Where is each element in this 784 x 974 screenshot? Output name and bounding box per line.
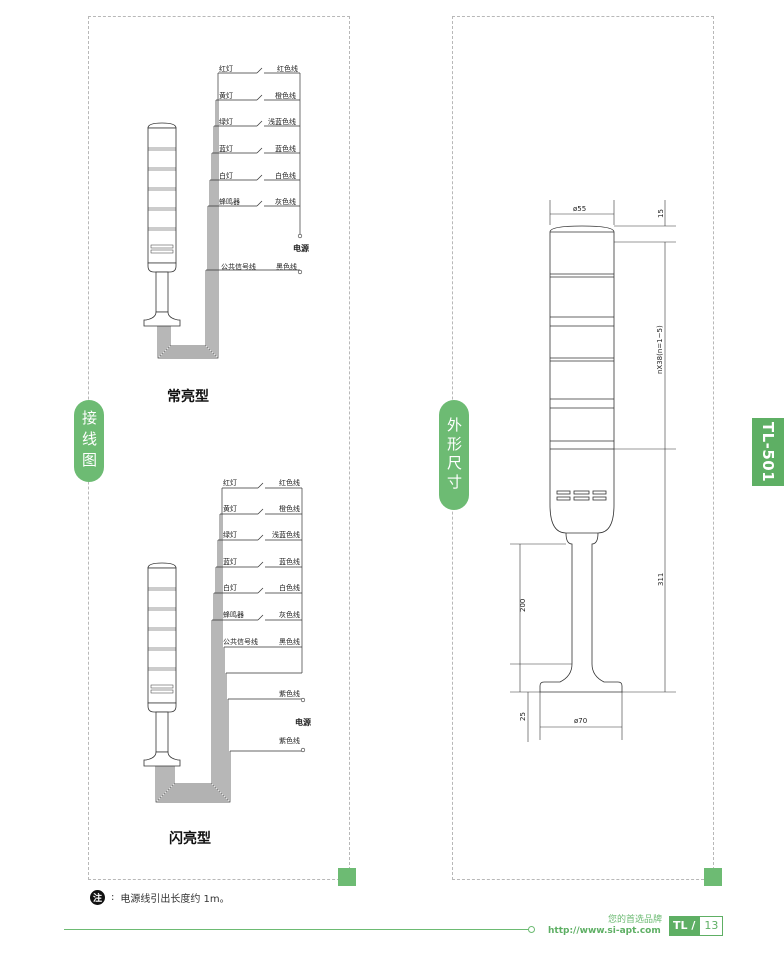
steady-row-5-left: 白灯 bbox=[219, 171, 233, 180]
note-colon: : bbox=[111, 892, 115, 903]
note: 注 : 电源线引出长度约 1m。 bbox=[90, 890, 230, 905]
flash-row-3-left: 绿灯 bbox=[223, 530, 237, 539]
dim-total-below: 311 bbox=[657, 573, 665, 586]
dim-dia-base: ø70 bbox=[574, 717, 587, 725]
wiring-tab-label: 接线图 bbox=[80, 409, 98, 473]
flash-row-6-left: 蜂鸣器 bbox=[223, 610, 244, 619]
dim-pole-height: 200 bbox=[519, 599, 527, 612]
flash-title: 闪亮型 bbox=[169, 831, 211, 847]
steady-row-2-right: 橙色线 bbox=[275, 91, 296, 100]
flash-row-7-left: 公共信号线 bbox=[223, 637, 258, 646]
flash-row-4-right: 蓝色线 bbox=[279, 557, 300, 566]
steady-row-4-left: 蓝灯 bbox=[219, 144, 233, 153]
flash-row-2-right: 橙色线 bbox=[279, 504, 300, 513]
steady-row-3-right: 浅蓝色线 bbox=[268, 117, 296, 126]
corner-square-right bbox=[704, 868, 722, 886]
steady-row-6-left: 蜂鸣器 bbox=[219, 197, 240, 206]
steady-row-2-left: 黄灯 bbox=[219, 91, 233, 100]
steady-row-5-right: 白色线 bbox=[275, 171, 296, 180]
section-label: TL / bbox=[669, 916, 700, 936]
note-icon: 注 bbox=[90, 890, 105, 905]
steady-terminals bbox=[297, 233, 303, 275]
dimensions-tab: 外形尺寸 bbox=[439, 400, 469, 510]
dimensions-tab-label: 外形尺寸 bbox=[445, 417, 463, 493]
flash-row-7-right: 黑色线 bbox=[279, 637, 300, 646]
steady-row-3-left: 绿灯 bbox=[219, 117, 233, 126]
page-indicator: TL / 13 bbox=[669, 916, 724, 936]
flash-row-1-right: 红色线 bbox=[279, 478, 300, 487]
note-text: 电源线引出长度约 1m。 bbox=[120, 894, 230, 905]
model-side-tab: TL-501 bbox=[752, 418, 784, 486]
footer-dot bbox=[528, 926, 535, 933]
flash-row-2-left: 黄灯 bbox=[223, 504, 237, 513]
footer-url[interactable]: http://www.si-apt.com bbox=[548, 926, 661, 936]
steady-common-right: 黑色线 bbox=[276, 262, 297, 271]
dim-base-height: 25 bbox=[519, 712, 527, 721]
flash-power-label: 电源 bbox=[295, 717, 311, 727]
page-number: 13 bbox=[699, 916, 724, 936]
dim-module-pitch: nX38(n=1~5) bbox=[656, 325, 664, 374]
corner-square-left bbox=[338, 868, 356, 886]
flash-row-1-left: 红灯 bbox=[223, 478, 237, 487]
steady-row-4-right: 蓝色线 bbox=[275, 144, 296, 153]
flash-wires bbox=[155, 482, 303, 803]
steady-row-1-right: 红色线 bbox=[277, 64, 298, 73]
flash-power-bottom: 紫色线 bbox=[279, 736, 300, 745]
flash-row-4-left: 蓝灯 bbox=[223, 557, 237, 566]
flash-row-3-right: 浅蓝色线 bbox=[272, 530, 300, 539]
flash-power-top: 紫色线 bbox=[279, 689, 300, 698]
steady-power-label: 电源 bbox=[293, 243, 309, 253]
flash-terminals bbox=[300, 697, 306, 753]
footer-slogan: 您的首选品牌 bbox=[608, 915, 663, 925]
wiring-tab: 接线图 bbox=[74, 400, 104, 482]
dim-dia-top: ø55 bbox=[573, 205, 586, 213]
flash-row-5-left: 白灯 bbox=[223, 583, 237, 592]
steady-common-left: 公共信号线 bbox=[221, 262, 256, 271]
steady-title: 常亮型 bbox=[167, 389, 209, 405]
footer-line bbox=[64, 929, 529, 930]
flash-row-6-right: 灰色线 bbox=[279, 610, 300, 619]
dim-top-cap: 15 bbox=[657, 209, 665, 218]
steady-row-6-right: 灰色线 bbox=[275, 197, 296, 206]
flash-row-5-right: 白色线 bbox=[279, 583, 300, 592]
steady-row-1-left: 红灯 bbox=[219, 64, 233, 73]
steady-wires bbox=[157, 67, 301, 359]
